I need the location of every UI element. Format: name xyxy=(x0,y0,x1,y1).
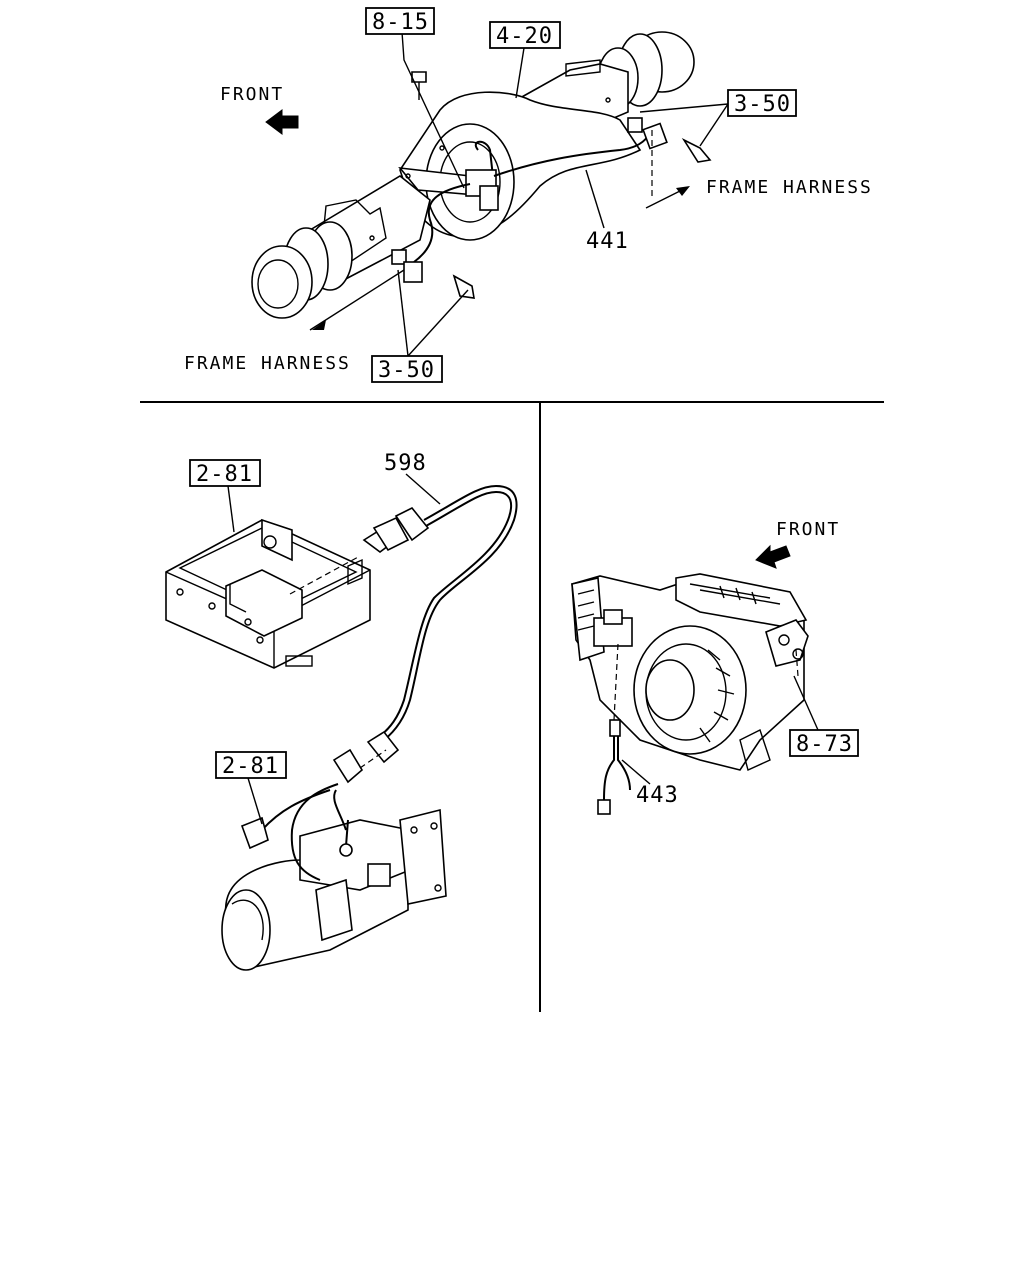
front-label-top: FRONT xyxy=(220,84,284,105)
front-label-lower: FRONT xyxy=(776,519,840,540)
ref-box-3-50-upper xyxy=(727,89,797,117)
ref-box-8-15 xyxy=(365,7,435,35)
ref-label-8-15: 8-15 xyxy=(372,10,429,35)
rear-axle-illustration xyxy=(251,31,712,319)
ref-box-8-73 xyxy=(789,729,859,757)
frame-harness-arrow-icon xyxy=(312,186,690,330)
starter-motor-illustration xyxy=(221,748,447,971)
ref-box-3-50-lower xyxy=(371,355,443,383)
harness-443-illustration xyxy=(597,719,631,815)
ref-label-8-73: 8-73 xyxy=(796,732,853,757)
part-number-441: 441 xyxy=(586,229,629,254)
blower-unit-illustration xyxy=(571,573,809,771)
top-leader-lines xyxy=(309,31,729,357)
control-unit-box-illustration xyxy=(165,516,410,669)
frame-harness-label-right: FRAME HARNESS xyxy=(706,177,873,198)
front-arrow-icon-lower xyxy=(755,544,791,569)
ref-label-2-81-upper: 2-81 xyxy=(196,462,253,487)
part-number-598: 598 xyxy=(384,451,427,476)
harness-598-illustration xyxy=(366,484,518,764)
ref-box-2-81-upper xyxy=(189,459,261,487)
ref-box-4-20 xyxy=(489,21,561,49)
frame-harness-label-left: FRAME HARNESS xyxy=(184,353,351,374)
ref-box-2-81-lower xyxy=(215,751,287,779)
front-arrow-icon xyxy=(265,109,299,135)
lower-right-leader-lines xyxy=(621,675,819,785)
lower-left-leader-lines xyxy=(227,473,441,825)
ref-label-4-20: 4-20 xyxy=(496,24,553,49)
part-number-443: 443 xyxy=(636,783,679,808)
ref-label-3-50-upper: 3-50 xyxy=(734,92,791,117)
ref-label-2-81-lower: 2-81 xyxy=(222,754,279,779)
ref-label-3-50-lower: 3-50 xyxy=(378,358,435,383)
